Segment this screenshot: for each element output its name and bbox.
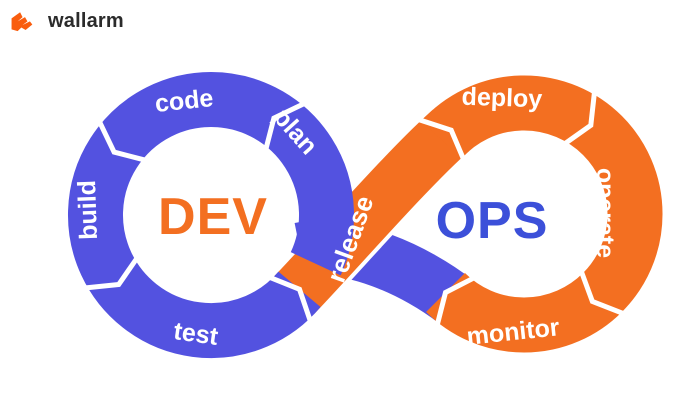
ops-loop-ring (421, 75, 663, 353)
ops-title: OPS (436, 192, 549, 250)
label-operate: operate (591, 168, 619, 258)
label-code: code (154, 84, 215, 118)
gap-build-test (84, 256, 140, 291)
gap-operate-monitor (578, 270, 625, 317)
label-build: build (73, 180, 103, 241)
dev-title: DEV (158, 188, 268, 246)
label-test: test (172, 317, 221, 351)
wallarm-logo: wallarm (10, 10, 124, 33)
segment-gaps (84, 91, 625, 326)
gap-test-release (268, 274, 313, 323)
gap-code-build (96, 120, 147, 163)
gap-deploy-operate (563, 91, 597, 146)
gap-release-deploy (418, 117, 467, 161)
wallarm-logo-icon (11, 11, 33, 31)
wallarm-logo-text: wallarm (48, 10, 124, 32)
label-deploy: deploy (461, 83, 543, 114)
wallarm-logo-mark (11, 11, 33, 31)
release-band (274, 109, 470, 315)
gap-plan-code (263, 100, 306, 151)
gap-monitor-feedback (434, 275, 476, 326)
